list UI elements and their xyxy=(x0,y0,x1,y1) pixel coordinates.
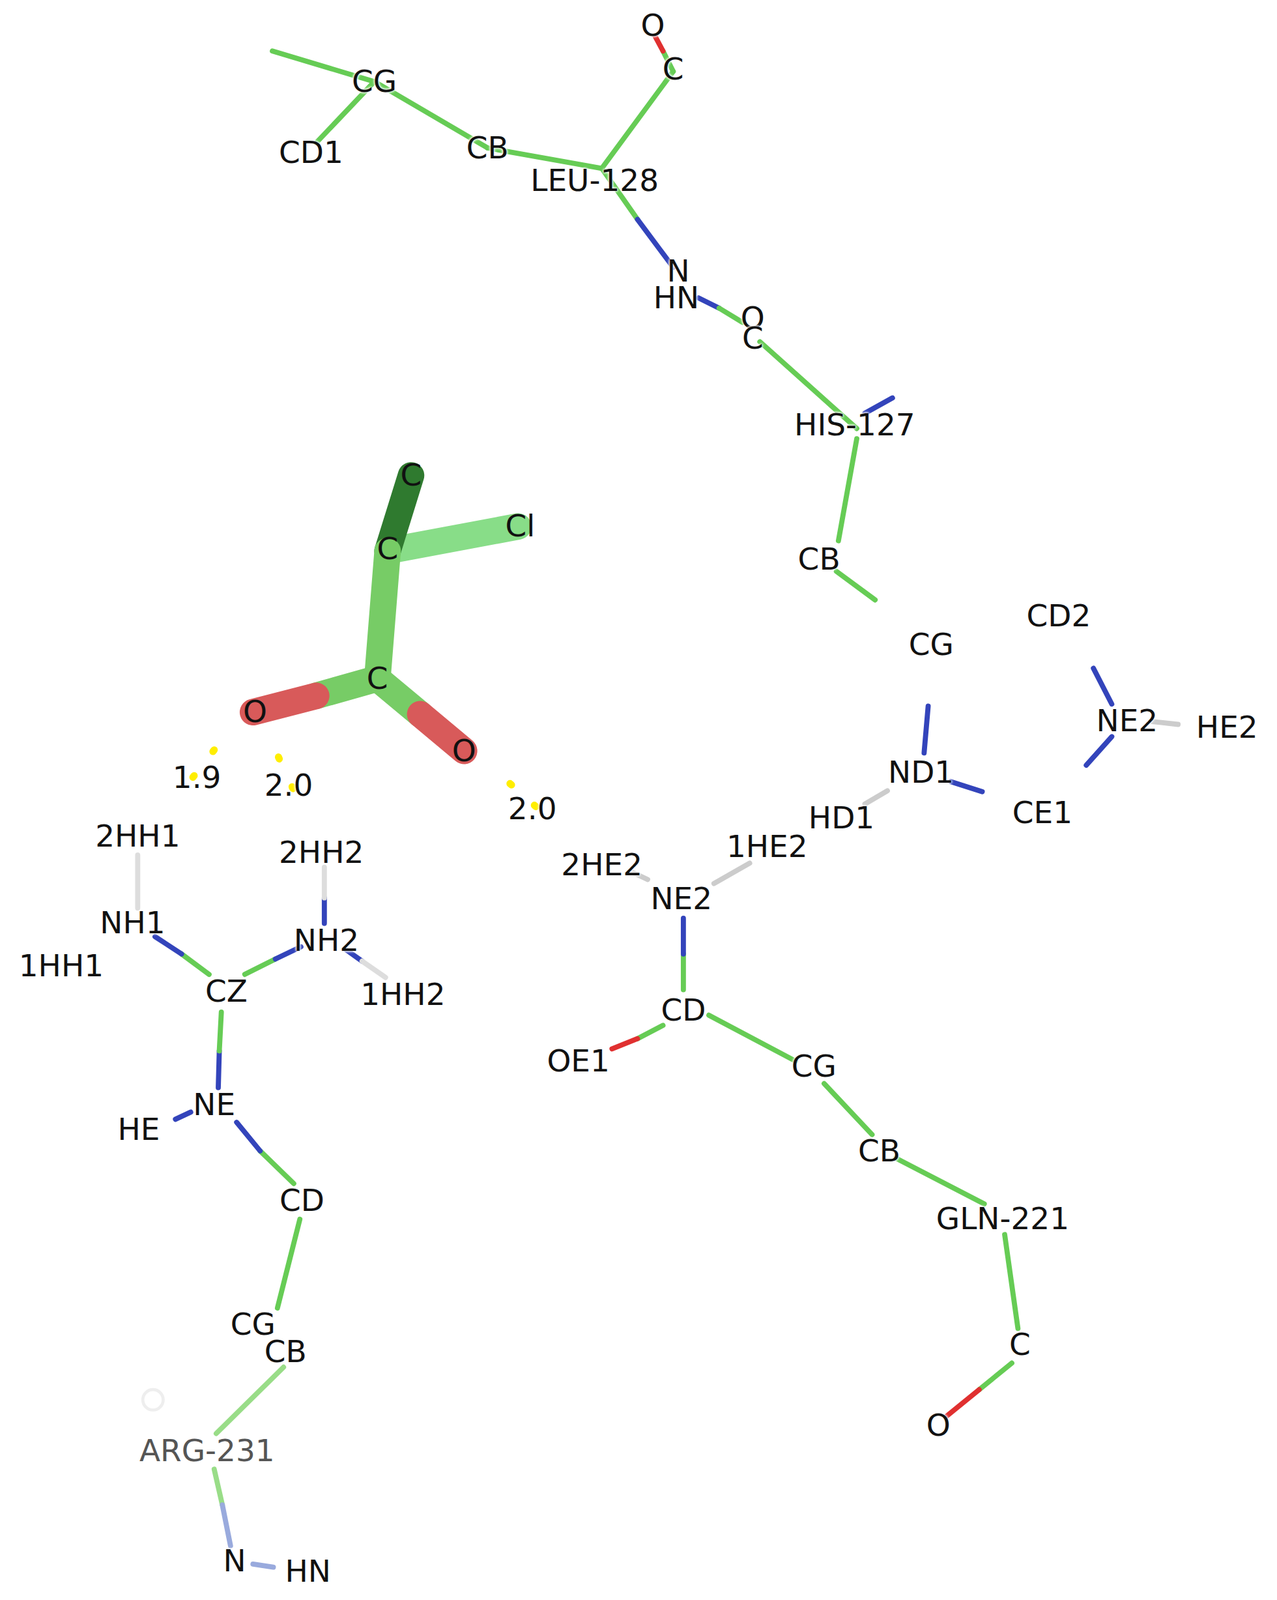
atom-label: C xyxy=(662,54,685,85)
atom-label: ND1 xyxy=(888,757,954,788)
atom-label: CZ xyxy=(205,975,248,1007)
atom-label: CB xyxy=(264,1336,307,1367)
atom-label: CG xyxy=(908,629,954,661)
atom-label: NH1 xyxy=(99,907,165,939)
atom-label: 1.9 xyxy=(172,761,222,793)
atom-label: N xyxy=(222,1545,246,1577)
atom-label: OE1 xyxy=(546,1045,610,1077)
atom-label: NE2 xyxy=(650,883,713,915)
atom-label: HE2 xyxy=(1196,712,1259,743)
atom-label: Cl xyxy=(504,510,535,542)
atom-label: 2HE2 xyxy=(560,849,643,881)
atom-label: 1HH2 xyxy=(360,979,445,1010)
atom-label: CG xyxy=(791,1050,837,1081)
atom-label: CD1 xyxy=(278,137,344,169)
atom-label: GLN-221 xyxy=(936,1203,1070,1234)
atom-label: CG xyxy=(230,1308,276,1340)
atom-label: 2HH2 xyxy=(278,837,364,868)
atom-label: O xyxy=(926,1409,951,1441)
atom-label: O xyxy=(452,735,477,767)
atom-label: 2.0 xyxy=(264,770,314,801)
atom-label: CB xyxy=(798,543,841,574)
atom-label: HD1 xyxy=(808,802,875,834)
atom-label: NH2 xyxy=(293,925,359,956)
atom-label: NE2 xyxy=(1096,705,1159,737)
atom-label: CG xyxy=(351,66,397,98)
atom-label: C xyxy=(376,533,399,565)
atom-label: HE xyxy=(117,1114,160,1145)
atom-label: O xyxy=(640,10,665,42)
atom-label: LEU-128 xyxy=(530,165,659,197)
atom-label: 2.0 xyxy=(508,793,558,825)
atom-label: ARG-231 xyxy=(139,1435,275,1466)
atom-label: CD xyxy=(279,1185,325,1216)
atom-label: 1HH1 xyxy=(18,950,104,982)
atom-label: CB xyxy=(858,1134,901,1166)
atom-label: C xyxy=(400,459,422,491)
atom-label: CD2 xyxy=(1026,600,1092,632)
atom-label: NE xyxy=(192,1089,236,1120)
atom-label: 2HH1 xyxy=(95,820,180,852)
atom-label: C xyxy=(366,663,389,694)
atom-label: CE1 xyxy=(1012,797,1073,829)
atom-label: HN xyxy=(653,282,700,314)
atom-label: C xyxy=(742,323,764,354)
atom-label: CB xyxy=(466,132,509,164)
atom-label: HIS-127 xyxy=(794,409,916,441)
atom-label: CD xyxy=(660,994,706,1025)
atom-label: 1HE2 xyxy=(726,831,808,862)
atom-label: O xyxy=(243,696,268,728)
atom-label: C xyxy=(1009,1329,1031,1360)
atom-label: HN xyxy=(285,1555,331,1586)
